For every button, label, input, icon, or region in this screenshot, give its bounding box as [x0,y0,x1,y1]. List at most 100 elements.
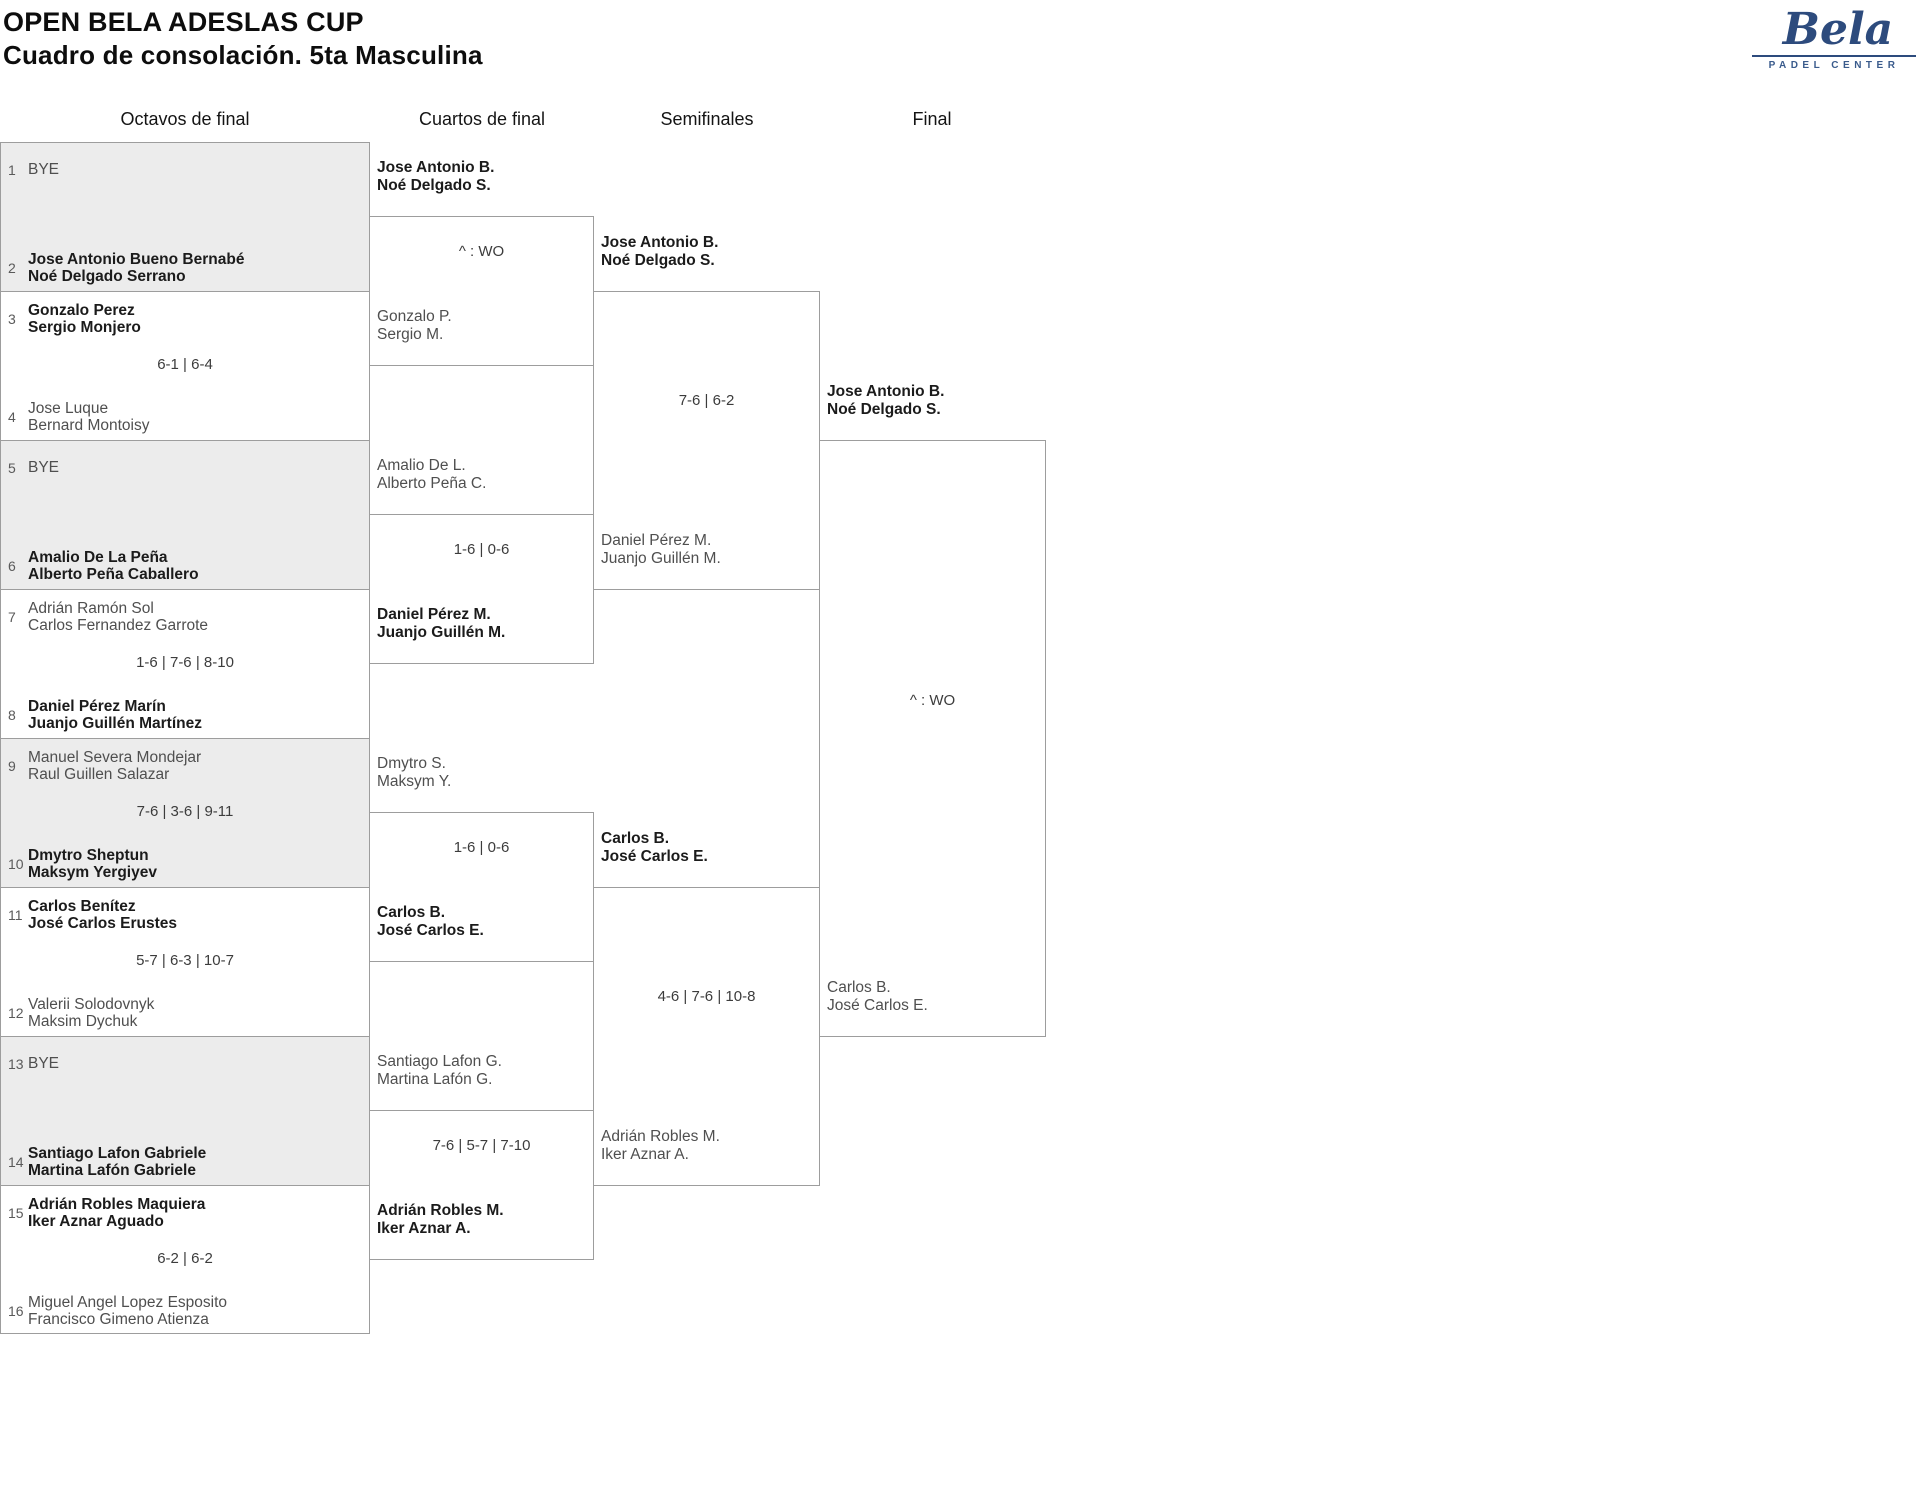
brand-tagline: PADEL CENTER [1768,60,1900,71]
seed-number: 15 [8,1205,24,1221]
match-score: 7-6 | 6-2 [678,392,735,409]
match-divider [0,1036,370,1037]
seed-number: 13 [8,1056,24,1072]
qf-match-4-box [369,1110,594,1260]
match-score: 6-2 | 6-2 [157,1250,213,1267]
svg-text:Bela: Bela [1781,4,1893,54]
team-names: BYE [28,161,60,179]
seed-number: 10 [8,856,24,872]
seed-number: 4 [8,409,16,425]
r16-match-3-background [1,440,369,589]
match-score: ^ : WO [909,692,956,709]
logo: Bela PADEL CENTER [1750,2,1918,71]
team-names: BYE [28,1055,60,1073]
round-header-final: Final [912,109,952,129]
round-header-octavos: Octavos de final [120,109,250,129]
seed-number: 7 [8,609,16,625]
sf-team: Carlos B.José Carlos E. [601,830,708,865]
r16-slot-1: 1 BYE [4,150,364,190]
match-score: 6-1 | 6-4 [157,356,213,373]
seed-number: 11 [8,907,23,923]
qf-match-3-box [369,812,594,962]
logo-divider [1752,55,1916,57]
match-score: 1-6 | 0-6 [453,541,510,558]
match-score: 1-6 | 7-6 | 8-10 [136,654,234,671]
match-divider [0,440,370,441]
seed-number: 8 [8,707,16,723]
final-team: Jose Antonio B.Noé Delgado S. [827,383,945,418]
sf-team: Adrián Robles M.Iker Aznar A. [601,1128,720,1163]
r16-slot-5: 5 BYE [4,448,364,488]
seed-number: 3 [8,311,16,327]
qf-team: Carlos B.José Carlos E. [377,904,484,939]
match-divider [0,291,370,292]
match-divider [0,738,370,739]
match-score: 1-6 | 0-6 [453,839,510,856]
match-score: 5-7 | 6-3 | 10-7 [136,952,234,969]
match-score: 7-6 | 5-7 | 7-10 [432,1137,531,1154]
match-divider [0,1185,370,1186]
round-header-cuartos: Cuartos de final [418,109,546,129]
r16-match-1-background [1,142,369,291]
seed-number: 2 [8,260,16,276]
qf-team: Jose Antonio B.Noé Delgado S. [377,159,495,194]
team-names: BYE [28,459,60,477]
final-team: Carlos B.José Carlos E. [827,979,928,1014]
brand-signature-icon: Bela [1781,4,1893,54]
page-title: OPEN BELA ADESLAS CUP [3,7,364,37]
page-subtitle: Cuadro de consolación. 5ta Masculina [3,40,483,70]
match-divider [0,887,370,888]
match-score: 4-6 | 7-6 | 10-8 [657,988,756,1005]
seed-number: 9 [8,758,16,774]
qf-team: Daniel Pérez M.Juanjo Guillén M. [377,606,506,641]
r16-slot-13: 13 BYE [4,1044,364,1084]
match-divider [0,589,370,590]
qf-team: Dmytro S.Maksym Y. [377,755,452,790]
seed-number: 16 [8,1303,24,1319]
qf-match-1-box [369,216,594,366]
seed-number: 12 [8,1005,24,1021]
qf-team: Santiago Lafon G.Martina Lafón G. [377,1053,502,1088]
qf-team: Gonzalo P.Sergio M. [377,308,452,343]
seed-number: 5 [8,460,16,476]
match-score: ^ : WO [458,243,505,260]
r16-column-border [0,142,370,1334]
r16-match-7-background [1,1036,369,1185]
round-header-semifinales: Semifinales [660,109,754,129]
seed-number: 6 [8,558,16,574]
match-score: 7-6 | 3-6 | 9-11 [136,803,234,820]
final-match-box [819,440,1046,1037]
qf-team: Adrián Robles M.Iker Aznar A. [377,1202,504,1237]
qf-match-2-box [369,514,594,664]
r16-match-5-background [1,738,369,887]
qf-team: Amalio De L.Alberto Peña C. [377,457,487,492]
seed-number: 14 [8,1154,24,1170]
sf-team: Daniel Pérez M.Juanjo Guillén M. [601,532,721,567]
